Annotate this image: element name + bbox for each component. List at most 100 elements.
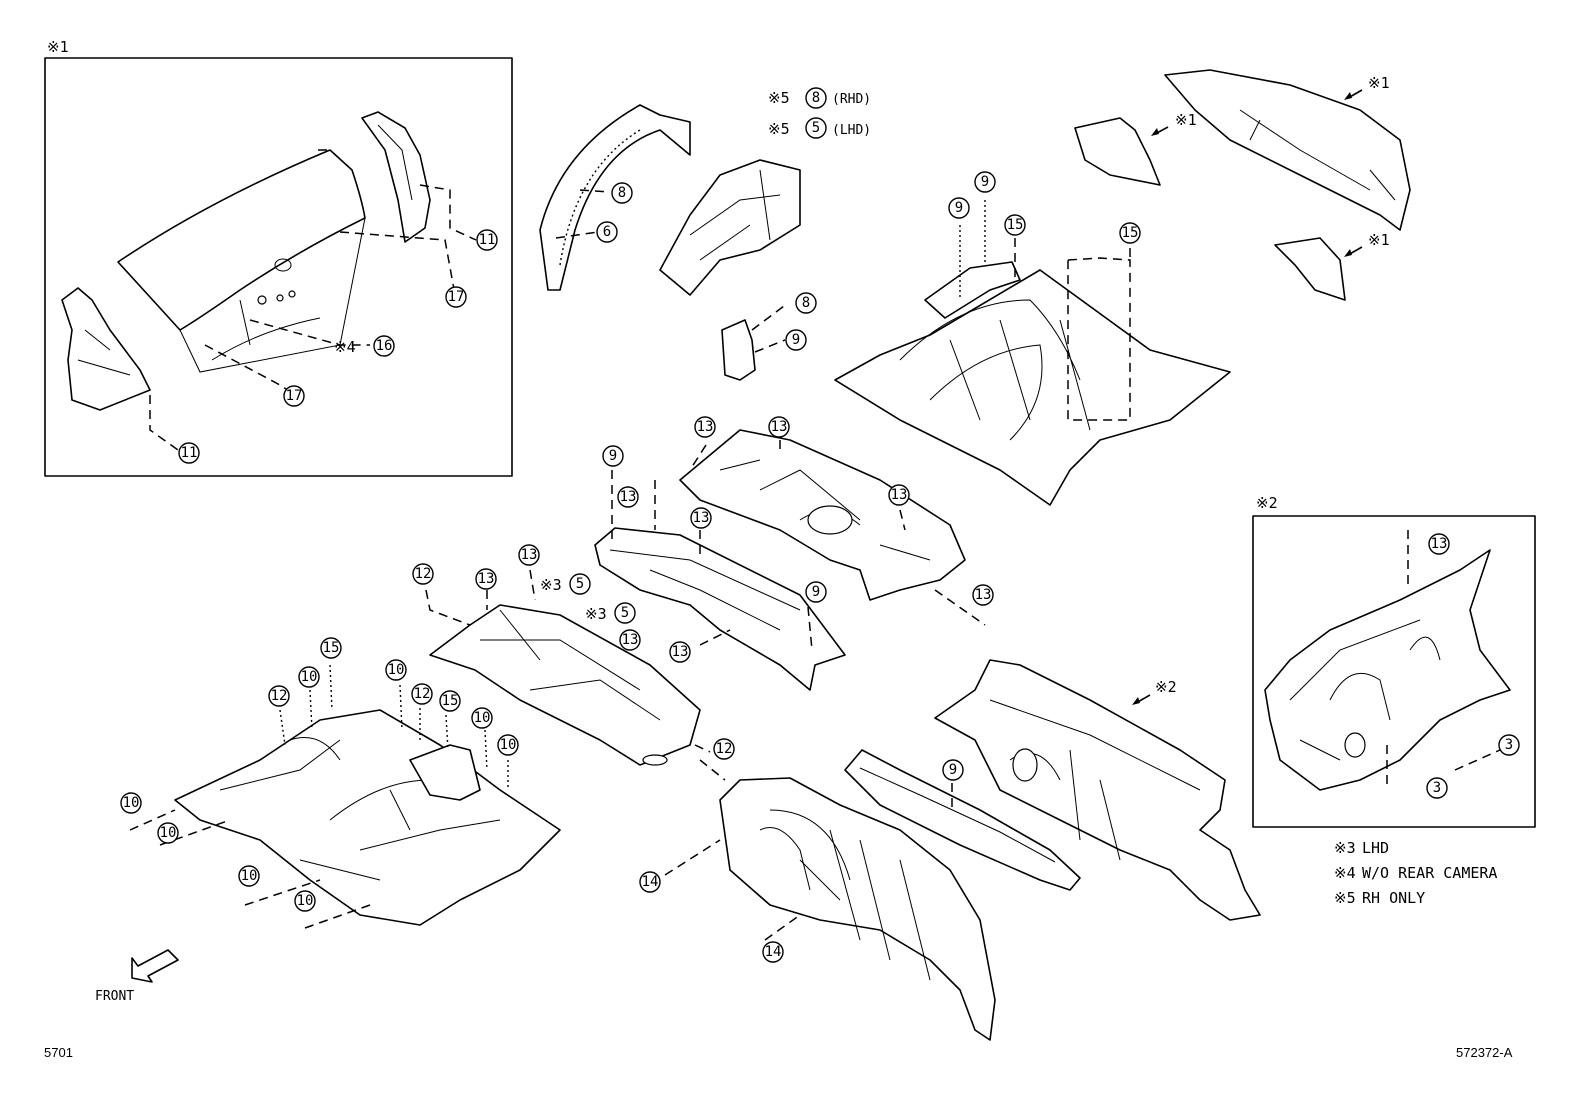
note-2-label: ※2	[1256, 494, 1278, 512]
callout-3-a[interactable]: 3	[1498, 734, 1520, 756]
legend-mark-3: ※3	[1334, 839, 1356, 857]
svg-text:13: 13	[620, 489, 637, 505]
callout-12-ff-b[interactable]: 12	[713, 738, 735, 760]
callout-13-cf-b[interactable]: 13	[768, 416, 790, 438]
package-tray-bracket-lower[interactable]	[1274, 237, 1346, 301]
rear-floor-side-member[interactable]	[659, 159, 801, 296]
callout-10-sub-d[interactable]: 10	[497, 734, 519, 756]
note-1-label: ※1	[47, 38, 69, 56]
svg-text:8: 8	[618, 185, 626, 201]
legend-text-3: LHD	[1362, 839, 1389, 857]
trunk-lid[interactable]	[117, 149, 366, 331]
svg-text:13: 13	[771, 419, 788, 435]
dash-panel[interactable]	[719, 777, 996, 1041]
svg-text:15: 15	[1007, 217, 1024, 233]
svg-text:13: 13	[622, 632, 639, 648]
callout-9-cowl[interactable]: 9	[942, 759, 964, 781]
svg-text:9: 9	[981, 174, 989, 190]
svg-text:13: 13	[891, 487, 908, 503]
front-floor-group: 12 13 13 12	[412, 544, 735, 781]
callout-10-sub-c[interactable]: 10	[471, 707, 493, 729]
legend-text-5: RH ONLY	[1362, 889, 1425, 907]
trunk-hinge-rh[interactable]	[361, 111, 431, 243]
inset-box-note-2: ※2 13 3 3	[1252, 494, 1536, 828]
callout-13-cf-d[interactable]: 13	[972, 584, 994, 606]
package-tray-panel[interactable]	[1164, 69, 1411, 231]
callout-10-sub-a[interactable]: 10	[298, 666, 320, 688]
callout-8-upper[interactable]: 8	[611, 182, 633, 204]
callout-11-bottom[interactable]: 11	[178, 442, 200, 464]
package-tray-group: ※1 ※1 ※1	[1074, 69, 1411, 301]
cowl-top-panel[interactable]	[844, 749, 1081, 891]
svg-text:13: 13	[693, 510, 710, 526]
callout-10-sub-h[interactable]: 10	[294, 890, 316, 912]
dash-upper-panel[interactable]	[934, 659, 1261, 921]
trunk-hinge-lh[interactable]	[61, 287, 151, 411]
callout-13-cf-a[interactable]: 13	[694, 416, 716, 438]
note-1-mark-b: ※1	[1175, 111, 1197, 129]
svg-text:3: 3	[1433, 780, 1441, 796]
callout-9-bracket[interactable]: 9	[785, 329, 807, 351]
rear-floor-crossmember[interactable]	[924, 261, 1021, 319]
callout-13-ff-b[interactable]: 13	[518, 544, 540, 566]
callout-17-top[interactable]: 17	[445, 286, 467, 308]
callout-10-sub-g[interactable]: 10	[238, 865, 260, 887]
svg-text:9: 9	[955, 200, 963, 216]
svg-text:12: 12	[414, 686, 431, 702]
callout-16[interactable]: 16	[373, 335, 395, 357]
callout-15-rearfloor-b[interactable]: 15	[1119, 222, 1141, 244]
callout-3-b[interactable]: 3	[1426, 777, 1448, 799]
callout-5-lhd[interactable]: 5	[805, 117, 827, 139]
callout-6[interactable]: 6	[596, 221, 618, 243]
legend: ※3 LHD ※4 W/O REAR CAMERA ※5 RH ONLY	[1334, 839, 1497, 907]
callout-13-cm-c[interactable]: 13	[619, 629, 641, 651]
svg-text:15: 15	[442, 693, 459, 709]
callout-8-lower[interactable]: 8	[795, 292, 817, 314]
callout-5-lhd-a[interactable]: 5	[569, 573, 591, 595]
callout-9-cm-b[interactable]: 9	[805, 581, 827, 603]
small-bracket[interactable]	[721, 319, 756, 381]
callout-13-cm-d[interactable]: 13	[669, 641, 691, 663]
svg-text:5: 5	[576, 576, 584, 592]
callout-8-rhd[interactable]: 8	[805, 87, 827, 109]
callout-13-cf-c[interactable]: 13	[888, 484, 910, 506]
svg-text:11: 11	[181, 445, 198, 461]
callout-5-lhd-b[interactable]: 5	[614, 602, 636, 624]
callout-15-rearfloor-a[interactable]: 15	[1004, 214, 1026, 236]
wheel-house-outer[interactable]	[539, 104, 691, 291]
callout-12-ff-a[interactable]: 12	[412, 563, 434, 585]
callout-9-cm[interactable]: 9	[602, 445, 624, 467]
callout-13-lhd[interactable]: 13	[1428, 533, 1450, 555]
svg-text:12: 12	[415, 566, 432, 582]
svg-text:10: 10	[160, 825, 177, 841]
rear-floor-pan[interactable]	[834, 269, 1231, 506]
callout-11-top[interactable]: 11	[476, 229, 498, 251]
floor-crossmember[interactable]	[594, 527, 846, 691]
callout-15-sub-b[interactable]: 15	[439, 690, 461, 712]
dash-panel-lhd[interactable]	[1264, 549, 1511, 791]
callout-12-sub-b[interactable]: 12	[411, 683, 433, 705]
callout-9-rearfloor-a[interactable]: 9	[948, 197, 970, 219]
callout-9-rearfloor-b[interactable]: 9	[974, 171, 996, 193]
callout-17-bottom[interactable]: 17	[283, 385, 305, 407]
inset-box-note-1: ※1 11 17 ※4 16 17 11	[44, 38, 513, 477]
callout-10-sub-f[interactable]: 10	[157, 822, 179, 844]
callout-13-cm-b[interactable]: 13	[690, 507, 712, 529]
callout-15-sub-a[interactable]: 15	[320, 637, 342, 659]
callout-14-b[interactable]: 14	[762, 941, 784, 963]
callout-10-sub-b[interactable]: 10	[385, 659, 407, 681]
svg-text:10: 10	[388, 662, 405, 678]
svg-text:14: 14	[642, 874, 659, 890]
svg-text:10: 10	[474, 710, 491, 726]
package-tray-bracket-upper[interactable]	[1074, 117, 1161, 186]
svg-text:10: 10	[297, 893, 314, 909]
note-5-mark-rhd: ※5	[768, 89, 790, 107]
callout-13-cm-a[interactable]: 13	[617, 486, 639, 508]
callout-13-ff-a[interactable]: 13	[475, 568, 497, 590]
callout-10-sub-e[interactable]: 10	[120, 792, 142, 814]
svg-text:9: 9	[609, 448, 617, 464]
callout-12-sub-a[interactable]: 12	[268, 685, 290, 707]
tunnel-reinforcement[interactable]	[409, 744, 481, 801]
note-3-mark-a: ※3	[540, 576, 562, 594]
callout-14-a[interactable]: 14	[639, 871, 661, 893]
